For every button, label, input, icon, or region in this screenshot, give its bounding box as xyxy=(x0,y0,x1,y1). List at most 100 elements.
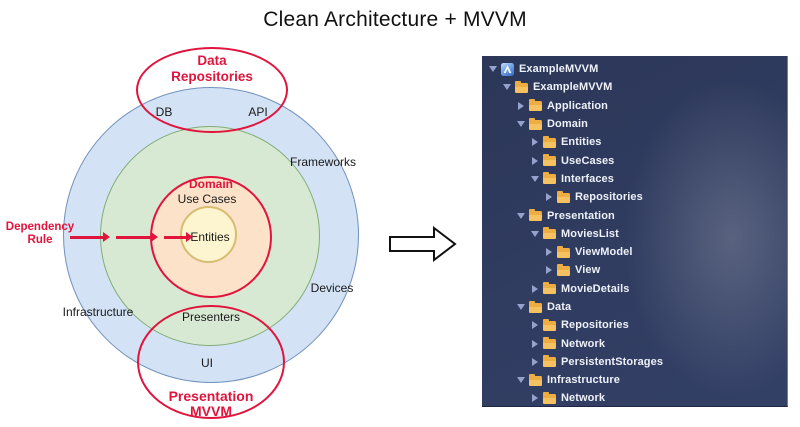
dependency-arrow-3 xyxy=(164,232,193,242)
api-label: API xyxy=(248,105,268,119)
presenters-label: Presenters xyxy=(181,310,241,324)
tree-item-label: PersistentStorages xyxy=(561,355,664,368)
chevron-right-icon[interactable] xyxy=(528,321,541,330)
chevron-down-icon[interactable] xyxy=(500,84,513,91)
folder-icon xyxy=(543,355,556,368)
tree-item-label: MoviesList xyxy=(561,227,619,240)
chevron-down-icon[interactable] xyxy=(514,304,527,310)
dependency-arrow-1 xyxy=(70,232,110,242)
tree-row[interactable]: ViewModel xyxy=(482,243,787,261)
chevron-right-icon[interactable] xyxy=(528,284,541,293)
tree-item-label: Repositories xyxy=(561,319,629,332)
tree-row[interactable]: Network xyxy=(482,334,787,352)
data-repositories-ellipse xyxy=(136,47,288,133)
tree-row[interactable]: View xyxy=(482,261,787,279)
folder-icon xyxy=(543,135,556,148)
chevron-right-icon[interactable] xyxy=(514,101,527,110)
tree-item-label: Application xyxy=(547,99,608,112)
folder-icon xyxy=(515,80,528,93)
tree-row[interactable]: Entities xyxy=(482,133,787,151)
tree-row[interactable]: Repositories xyxy=(482,316,787,334)
folder-icon xyxy=(529,300,542,313)
dependency-label-line2: Rule xyxy=(27,234,53,246)
chevron-down-icon[interactable] xyxy=(514,212,527,219)
tree-item-label: Presentation xyxy=(547,209,615,222)
project-icon xyxy=(501,62,514,76)
folder-icon xyxy=(557,190,570,203)
folder-icon xyxy=(529,373,542,386)
data-repositories-label: Data Repositories xyxy=(171,53,253,84)
tree-row[interactable]: Infrastructure xyxy=(482,371,787,389)
tree-row[interactable]: Network xyxy=(482,389,787,406)
chevron-down-icon[interactable] xyxy=(486,66,499,73)
tree-row[interactable]: ExampleMVVM xyxy=(482,78,787,96)
tree-row[interactable]: Interfaces xyxy=(482,170,787,188)
folder-icon xyxy=(529,209,542,222)
entities-label: Entities xyxy=(190,230,230,244)
chevron-down-icon[interactable] xyxy=(514,377,527,384)
folder-icon xyxy=(543,337,556,350)
tree-row[interactable]: Domain xyxy=(482,115,787,133)
chevron-right-icon[interactable] xyxy=(542,193,555,202)
tree-row[interactable]: PersistentStorages xyxy=(482,353,787,371)
tree-row[interactable]: MoviesList xyxy=(482,225,787,243)
data-label-line2: Repositories xyxy=(171,68,253,84)
folder-icon xyxy=(543,318,556,331)
tree-item-label: UseCases xyxy=(561,154,615,167)
tree-item-label: MovieDetails xyxy=(561,282,630,295)
tree-item-label: Interfaces xyxy=(561,172,614,185)
db-label: DB xyxy=(155,105,173,119)
presentation-label-line2: MVVM xyxy=(190,403,232,419)
tree-row[interactable]: Application xyxy=(482,97,787,115)
tree-item-label: Domain xyxy=(547,118,588,131)
ui-label: UI xyxy=(201,356,213,370)
dependency-rule-label: Dependency Rule xyxy=(6,221,74,247)
chevron-right-icon[interactable] xyxy=(528,394,541,403)
dependency-label-line1: Dependency xyxy=(5,221,75,233)
tree-item-label: ExampleMVVM xyxy=(533,81,613,94)
tree-row[interactable]: Repositories xyxy=(482,188,787,206)
tree-item-label: Network xyxy=(561,392,606,405)
folder-icon xyxy=(543,172,556,185)
dependency-arrow-2 xyxy=(116,232,158,242)
domain-label: Domain xyxy=(188,177,234,191)
chevron-right-icon[interactable] xyxy=(542,248,555,257)
chevron-down-icon[interactable] xyxy=(528,175,541,182)
presentation-mvvm-label: Presentation MVVM xyxy=(169,389,254,419)
tree-row[interactable]: UseCases xyxy=(482,151,787,169)
chevron-right-icon[interactable] xyxy=(542,266,555,275)
presentation-mvvm-ellipse xyxy=(137,305,285,419)
folder-icon xyxy=(543,227,556,240)
tree-item-label: ViewModel xyxy=(575,246,633,259)
folder-icon xyxy=(557,245,570,258)
chevron-down-icon[interactable] xyxy=(528,230,541,237)
frameworks-label: Frameworks xyxy=(289,155,357,169)
right-block-arrow-icon xyxy=(389,225,457,263)
tree-item-label: ExampleMVVM xyxy=(519,63,599,76)
tree-item-label: Repositories xyxy=(575,191,643,204)
chevron-right-icon[interactable] xyxy=(528,138,541,147)
presentation-label-line1: Presentation xyxy=(168,388,254,404)
folder-icon xyxy=(529,117,542,130)
folder-icon xyxy=(543,391,556,404)
tree-item-label: Data xyxy=(547,301,572,313)
page-title: Clean Architecture + MVVM xyxy=(263,8,527,31)
chevron-down-icon[interactable] xyxy=(514,121,527,128)
folder-icon xyxy=(543,154,556,167)
use-cases-label: Use Cases xyxy=(177,192,237,206)
tree-row[interactable]: Presentation xyxy=(482,206,787,224)
data-label-line1: Data xyxy=(197,53,227,68)
chevron-right-icon[interactable] xyxy=(528,339,541,348)
chevron-right-icon[interactable] xyxy=(528,357,541,366)
tree-row[interactable]: MovieDetails xyxy=(482,280,787,298)
infrastructure-label: Infrastructure xyxy=(62,305,134,319)
devices-label: Devices xyxy=(310,281,354,295)
tree-item-label: Entities xyxy=(561,136,602,149)
tree-row[interactable]: Data xyxy=(482,298,787,316)
folder-icon xyxy=(543,282,556,295)
chevron-right-icon[interactable] xyxy=(528,156,541,165)
tree-item-label: Infrastructure xyxy=(547,374,620,387)
tree-row[interactable]: ExampleMVVM xyxy=(482,60,787,78)
